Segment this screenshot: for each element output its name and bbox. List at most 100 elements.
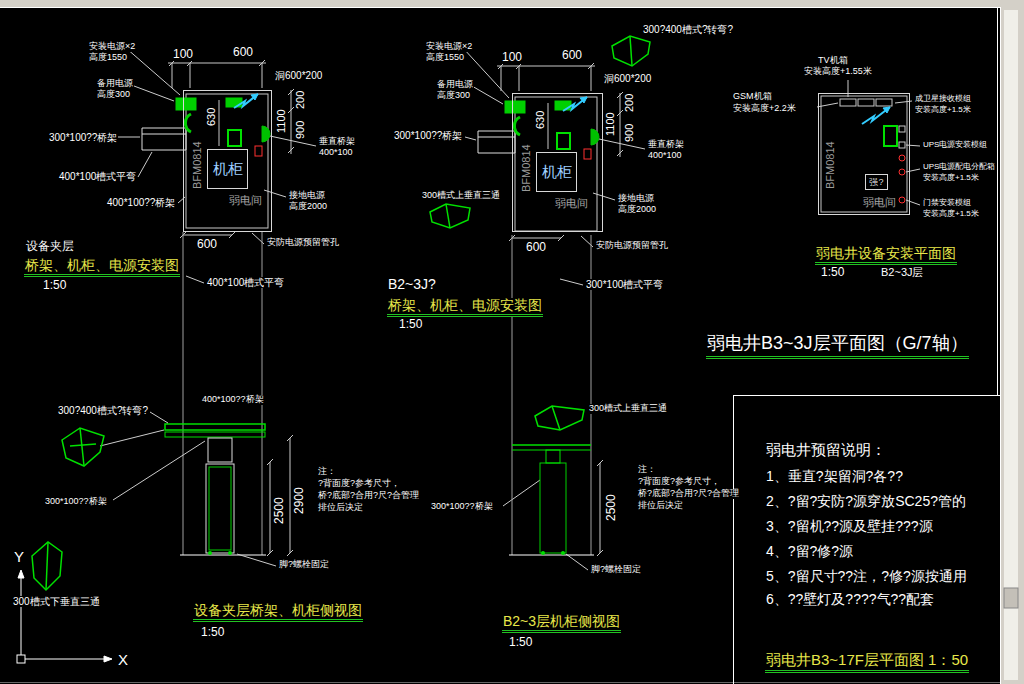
window-chrome xyxy=(0,7,1000,8)
notes-panel: 弱电井预留说明：1、垂直?架留洞?各??2、?留?安防?源穿放SC25?管的3、… xyxy=(733,395,1000,684)
annotation-text: 300槽式上垂直三通 xyxy=(421,191,501,201)
cable-tray xyxy=(478,131,515,153)
sheet-title: 弱电井B3~3J层平面图（G/7轴） xyxy=(706,334,969,359)
cable-tray xyxy=(142,128,186,150)
annotation-text: GSM机箱 xyxy=(732,92,773,102)
dimension-text: BFM0814 xyxy=(191,140,203,190)
leader-line xyxy=(566,554,588,570)
extension-line xyxy=(183,232,184,555)
annotation-text: 接地电源 xyxy=(617,194,655,204)
annotation-text: 300槽式下垂直三通 xyxy=(12,596,101,607)
cabinet-side-view xyxy=(546,450,560,463)
axis-icon xyxy=(17,655,25,663)
annotation-text: X xyxy=(117,652,129,669)
leader-line xyxy=(114,137,140,138)
leader-line xyxy=(264,190,286,197)
annotation-text: 脚?螺栓固定 xyxy=(590,565,642,575)
annotation-text: 垂直桥架 xyxy=(647,140,685,150)
annotation-text: 600 xyxy=(196,238,218,251)
room-label: 机柜 xyxy=(542,163,572,180)
annotation-text: 注： xyxy=(637,465,657,475)
notes-item: 5、?留尺寸??注，?修?源按通用 xyxy=(766,568,967,584)
cabinet-side-view xyxy=(165,424,265,430)
annotation-text: 安装电源×2 xyxy=(88,42,136,52)
room-label: 强? xyxy=(869,177,883,187)
drawing-title: 弱电井B3~17F层平面图 1：50 xyxy=(765,652,969,673)
notes-heading: 弱电井预留说明： xyxy=(766,441,886,458)
annotation-text: ?背面度?参考尺寸， xyxy=(637,477,721,487)
plan-linework xyxy=(899,142,905,148)
tee-fitting-icon xyxy=(32,428,104,590)
drawing-title: 桥架、机柜、电源安装图 xyxy=(387,298,543,317)
annotation-text: 垂直桥架 xyxy=(318,137,356,147)
leader-line xyxy=(114,48,316,283)
leader-line xyxy=(817,103,838,107)
room-outline: 弱电间 机柜 xyxy=(183,90,272,232)
annotation-text: 400*100 xyxy=(318,148,354,158)
tee-fitting-icon xyxy=(62,428,104,466)
leader-line xyxy=(906,145,920,146)
cabinet-side-view xyxy=(228,551,232,555)
annotation-text: 300*100??桥架 xyxy=(430,502,494,512)
annotation-text: UPS电源安装模组 xyxy=(922,141,988,150)
extension-line xyxy=(183,232,262,555)
axis-icon xyxy=(17,570,112,663)
plan-linework xyxy=(884,126,897,146)
annotation-text: 600 xyxy=(561,49,583,62)
tee-fitting-icon xyxy=(430,204,470,228)
leader-line xyxy=(113,441,205,500)
sheet-frame xyxy=(997,7,998,395)
leader-line xyxy=(237,554,276,566)
leader-line xyxy=(463,48,645,570)
extension-line xyxy=(591,235,592,555)
leader-line xyxy=(186,276,204,283)
tee-fitting-icon xyxy=(552,406,560,430)
drawing-title: 设备夹层桥架、机柜侧视图 xyxy=(193,603,363,622)
dimension-text: 900 xyxy=(623,123,635,143)
dimension-text: 1100 xyxy=(604,111,616,137)
cabinet-side-view xyxy=(209,467,231,550)
plan-linework xyxy=(899,126,905,132)
dimension-text: 900 xyxy=(294,120,306,140)
plan-linework xyxy=(497,63,623,241)
dimension-text: 2500 xyxy=(273,496,286,525)
cable-tray xyxy=(514,117,520,135)
annotation-text: 300*100??桥架 xyxy=(44,497,108,507)
cabinet-box: 机柜 xyxy=(207,149,248,189)
cabinet-side-view xyxy=(267,459,273,465)
annotation-text: 安防电源预留管孔 xyxy=(266,238,340,248)
extension-line xyxy=(512,235,513,555)
annotation-text: B2~3J层 xyxy=(880,266,925,278)
leader-line xyxy=(150,412,168,423)
annotation-text: 安装高度+1.5米 xyxy=(922,174,980,183)
tee-fitting-icon xyxy=(430,36,650,430)
drawing-title: 弱电井设备安装平面图 xyxy=(815,246,957,265)
leader-line xyxy=(465,137,476,140)
leader-line xyxy=(134,86,174,101)
annotation-text: 桥?底部?合用?尺?合管理 xyxy=(637,489,740,499)
leader-line xyxy=(100,412,276,566)
tee-fitting-icon xyxy=(612,36,650,66)
window-chrome xyxy=(1001,0,1024,684)
room-label: 弱电间 xyxy=(555,197,588,210)
notes-item: 4、?留?修?源 xyxy=(766,543,853,559)
leader-line xyxy=(138,152,152,177)
plan-linework xyxy=(858,99,874,106)
annotation-text: Y xyxy=(13,549,25,566)
annotation-text: 门禁安装模组 xyxy=(922,199,972,208)
annotation-text: 1:50 xyxy=(42,279,67,292)
extension-line xyxy=(512,235,591,555)
annotation-text: ?背面度?参考尺寸， xyxy=(317,479,401,489)
room-outline: 弱电间 机柜 xyxy=(512,93,603,232)
dimension-text: 200 xyxy=(294,90,306,110)
cabinet-side-view xyxy=(287,435,293,441)
leader-line xyxy=(593,193,615,200)
window-chrome xyxy=(1000,7,1001,684)
annotation-text: 300?400槽式?转弯? xyxy=(642,24,734,35)
room-label: 弱电间 xyxy=(229,194,262,207)
notes-item: 3、?留机??源及壁挂???源 xyxy=(766,518,933,534)
tee-fitting-icon xyxy=(32,542,62,590)
annotation-text: 安装高度+1.5米 xyxy=(914,106,972,115)
window-chrome xyxy=(0,682,1000,683)
dimension-text: 630 xyxy=(534,110,546,130)
